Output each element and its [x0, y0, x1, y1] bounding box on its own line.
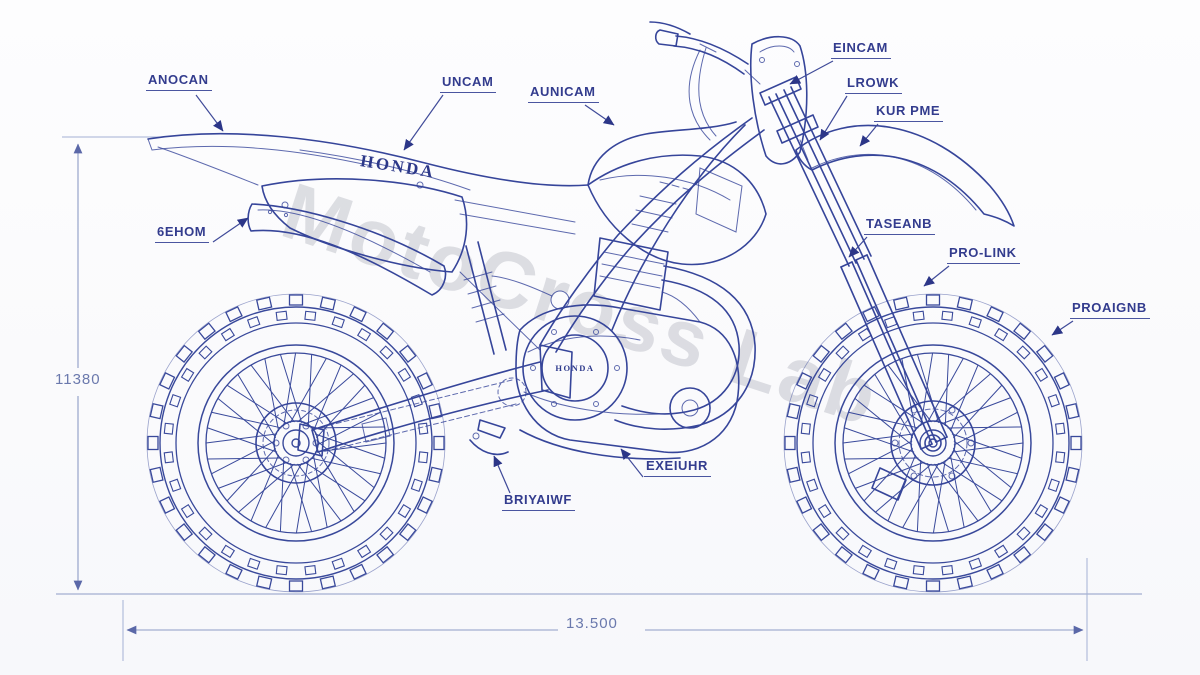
honda-logo-engine: HONDA	[555, 363, 594, 373]
part-label-front-fender: KUR PME	[874, 103, 944, 122]
handlebar	[675, 35, 749, 65]
front-brake-caliper	[871, 467, 907, 501]
swingarm	[311, 361, 541, 431]
part-label-exhaust: EXEIUHR	[644, 458, 711, 477]
front-wheel	[783, 293, 1083, 593]
radiator-shroud	[587, 154, 767, 266]
front-fender	[795, 124, 1015, 227]
part-label-number-plate: EINCAM	[831, 40, 891, 59]
part-label-seat-front: UNCAM	[440, 74, 497, 93]
height-dimension-value: 11380	[55, 371, 101, 388]
side-panel	[261, 178, 468, 273]
fuel-tank	[587, 121, 737, 186]
part-label-brake-pedal: BRIYAIWF	[502, 492, 575, 511]
part-label-front-tire: PROAIGNB	[1070, 300, 1150, 319]
clutch-cover	[522, 315, 628, 421]
seat	[147, 132, 589, 187]
front-number-plate	[749, 35, 808, 165]
leader-lines	[195, 60, 1074, 494]
front-fork	[768, 86, 948, 450]
part-label-seat: ANOCAN	[146, 72, 212, 91]
crankcase	[515, 304, 740, 454]
footpeg	[477, 419, 506, 439]
front-brake-disc	[871, 400, 976, 501]
triple-clamp	[759, 76, 802, 106]
skid-plate	[519, 429, 681, 460]
grip	[654, 29, 679, 47]
exhaust-header	[614, 265, 756, 430]
length-dimension-value: 13.500	[566, 615, 618, 632]
part-label-muffler: 6EHOM	[155, 224, 210, 243]
rear-shock	[465, 241, 507, 355]
rear-sprocket	[255, 402, 337, 484]
part-label-fork-upper: LROWK	[845, 75, 903, 94]
part-label-pro-link: PRO-LINK	[947, 245, 1020, 264]
rear-wheel	[146, 293, 446, 593]
muffler	[247, 203, 447, 296]
cylinder	[593, 237, 669, 311]
brake-pedal	[469, 439, 509, 456]
part-label-tank: AUNICAM	[528, 84, 599, 103]
brake-lever	[649, 21, 691, 35]
dimension-lines	[56, 136, 1142, 661]
part-label-fork-guard: TASEANB	[864, 216, 936, 235]
